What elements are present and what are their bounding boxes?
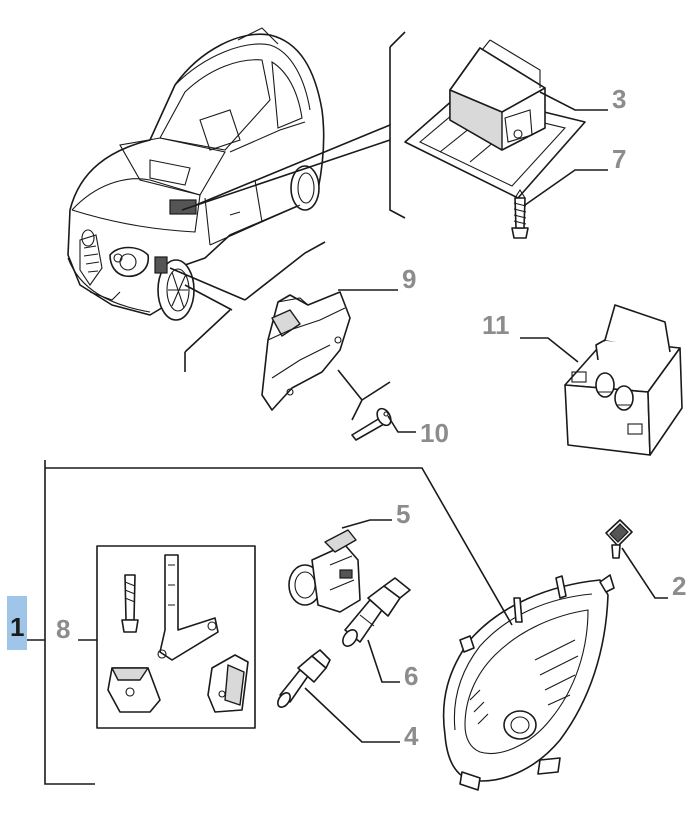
control-unit-assembly: [404, 39, 586, 199]
callout-11: 11: [482, 310, 510, 340]
leader-lines: [25, 31, 668, 785]
bulb-part-5: [288, 529, 361, 613]
bulb-kit-part-11: [564, 304, 683, 456]
callout-1: 1: [10, 612, 24, 642]
bulb-part-6: [342, 577, 411, 647]
callout-8: 8: [56, 614, 70, 644]
screw-part-2: [605, 519, 633, 559]
callout-2: 2: [672, 571, 686, 601]
callout-3: 3: [612, 84, 626, 114]
screw-part-7: [511, 188, 529, 239]
callout-10: 10: [420, 418, 449, 448]
callout-6: 6: [404, 661, 418, 691]
callout-4: 4: [404, 721, 419, 751]
bulb-part-4: [277, 649, 331, 708]
callout-7: 7: [612, 144, 626, 174]
callout-1-highlight: [7, 596, 27, 650]
cover-part-9: [261, 291, 351, 411]
callout-5: 5: [396, 499, 410, 529]
headlamp-assembly-part-1: [442, 574, 615, 791]
mounting-kit-part-8: [96, 545, 256, 729]
car-illustration: [67, 27, 325, 321]
callout-9: 9: [402, 264, 416, 294]
callout-labels: 1 2 3 4 5 6 7 8 9 10 11: [7, 84, 686, 751]
rivet-part-10: [351, 407, 392, 441]
